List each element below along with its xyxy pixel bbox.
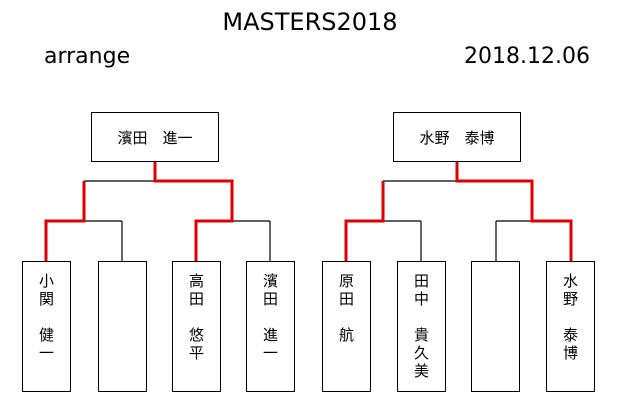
winner-box-left: 濱田 進一 xyxy=(91,112,219,162)
player-name: 小 関 健 一 xyxy=(38,272,54,362)
player-box: 小 関 健 一 xyxy=(22,261,71,392)
player-box: 水 野 泰 博 xyxy=(546,261,595,392)
player-name: 田 中 貴 久 美 xyxy=(413,272,429,380)
player-box: 田 中 貴 久 美 xyxy=(397,261,446,392)
player-name: 高 田 悠 平 xyxy=(188,272,204,362)
bracket-advance-paths xyxy=(44,162,573,261)
player-box xyxy=(98,261,147,392)
advance-path-player-1 xyxy=(44,181,86,261)
advance-path-player-3 xyxy=(153,162,234,261)
player-name: 原 田 航 xyxy=(338,272,354,344)
bracket-base-lines xyxy=(45,162,572,261)
player-name: 濱 田 進 一 xyxy=(262,272,278,362)
player-box: 原 田 航 xyxy=(322,261,371,392)
winner-name-left: 濱田 進一 xyxy=(117,128,193,147)
player-name: 水 野 泰 博 xyxy=(562,272,578,362)
player-box: 高 田 悠 平 xyxy=(172,261,221,392)
winner-box-right: 水野 泰博 xyxy=(393,112,521,162)
page-subtitle: arrange xyxy=(44,44,131,69)
advance-path-player-5 xyxy=(344,181,385,261)
event-date: 2018.12.06 xyxy=(464,44,590,69)
player-box: 濱 田 進 一 xyxy=(246,261,295,392)
advance-path-player-8 xyxy=(455,162,573,261)
player-box xyxy=(471,261,520,392)
winner-name-right: 水野 泰博 xyxy=(419,128,495,147)
page-title: MASTERS2018 xyxy=(222,8,398,36)
